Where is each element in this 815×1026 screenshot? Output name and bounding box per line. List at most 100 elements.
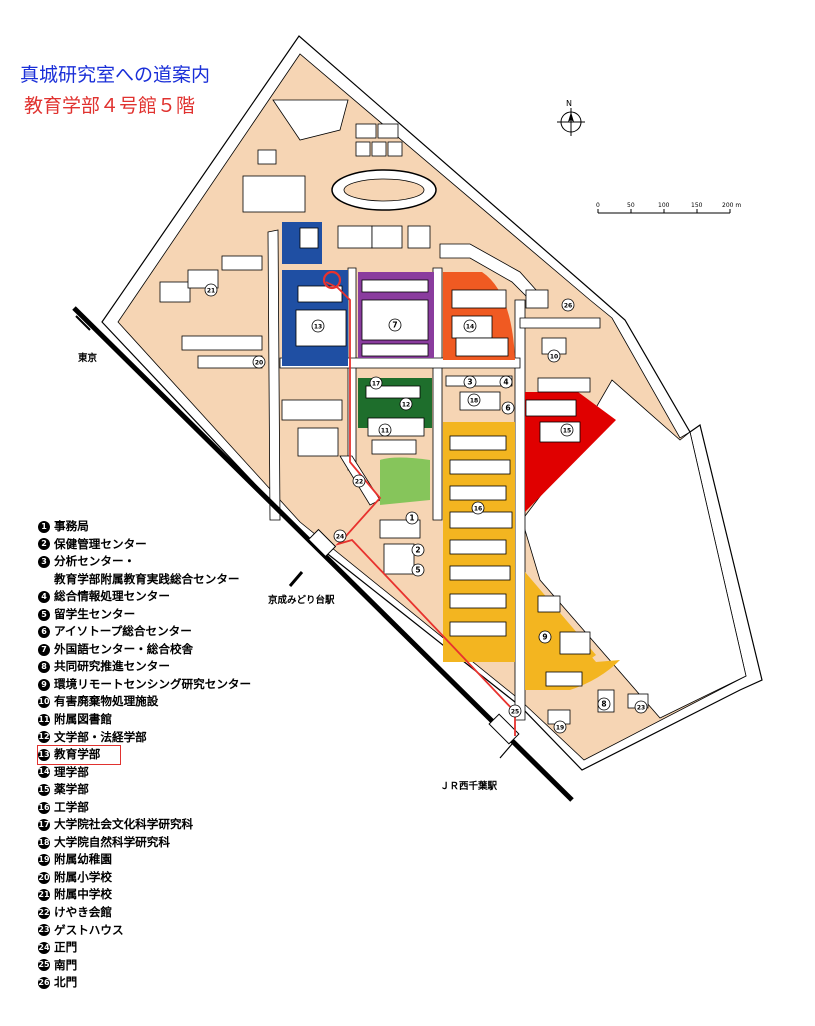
svg-text:9: 9	[542, 633, 547, 642]
svg-text:17: 17	[372, 381, 380, 388]
map-marker-23: 23	[634, 700, 648, 714]
tennis-courts	[355, 123, 403, 157]
legend-number: 7	[38, 643, 50, 656]
legend-number: 16	[38, 801, 50, 814]
legend-number: 25	[38, 959, 50, 972]
scale-tick: 0	[596, 202, 600, 209]
scale-tick: 200 m	[722, 202, 741, 209]
legend-number: 19	[38, 854, 50, 867]
buildings	[159, 149, 649, 725]
svg-text:3: 3	[467, 378, 472, 387]
destination-marker	[322, 270, 342, 290]
legend-item: 18 大学院自然科学研究科	[38, 834, 251, 852]
legend-label: 附属図書館	[54, 712, 112, 727]
legend-item: 15 薬学部	[38, 781, 251, 799]
svg-text:7: 7	[392, 321, 397, 330]
green-park	[380, 457, 430, 505]
svg-text:19: 19	[556, 725, 564, 732]
map-marker-5: 5	[411, 563, 425, 577]
map-marker-13: 13	[311, 319, 325, 333]
map-marker-11: 11	[378, 423, 392, 437]
map-marker-6: 6	[501, 401, 515, 415]
svg-text:18: 18	[470, 398, 478, 405]
map-marker-21: 21	[204, 283, 218, 297]
legend-label: けやき会館	[54, 905, 112, 920]
legend-item: 7 外国語センター・総合校舎	[38, 641, 251, 659]
legend-item: 17 大学院社会文化科学研究科	[38, 816, 251, 834]
legend-number: 11	[38, 713, 50, 726]
map-marker-8: 8	[597, 697, 611, 711]
legend-label: アイソトープ総合センター	[54, 624, 192, 639]
legend-number: 12	[38, 731, 50, 744]
legend-label: 薬学部	[54, 782, 89, 797]
svg-text:2: 2	[415, 546, 420, 555]
station-keisei-label: 京成みどり台駅	[268, 595, 335, 606]
legend-item: 16 工学部	[38, 799, 251, 817]
map-marker-9: 9	[538, 630, 552, 644]
map-marker-1: 1	[405, 511, 419, 525]
svg-text:25: 25	[511, 709, 519, 716]
jr-station-platform	[488, 713, 520, 745]
svg-text:13: 13	[314, 324, 322, 331]
map-marker-24: 24	[333, 529, 347, 543]
legend-number: 26	[38, 977, 50, 989]
svg-text:23: 23	[637, 705, 645, 712]
legend-number: 18	[38, 836, 50, 849]
legend-label: 有害廃棄物処理施設	[54, 694, 159, 709]
legend-item: 6 アイソトープ総合センター	[38, 623, 251, 641]
map-marker-7: 7	[388, 318, 402, 332]
legend-label: 工学部	[54, 799, 89, 814]
legend-label: 総合情報処理センター	[54, 589, 170, 604]
legend-item: 9 環境リモートセンシング研究センター	[38, 676, 251, 694]
legend-number: 15	[38, 783, 50, 796]
legend-label: 留学生センター	[54, 606, 136, 621]
legend-label: 大学院社会文化科学研究科	[54, 817, 194, 832]
svg-text:24: 24	[336, 534, 344, 541]
map-marker-15: 15	[560, 423, 574, 437]
legend-number: 17	[38, 819, 50, 832]
legend-number: 23	[38, 924, 50, 937]
legend-number: 6	[38, 626, 50, 639]
legend-item: 11 附属図書館	[38, 711, 251, 729]
svg-text:12: 12	[402, 402, 410, 409]
svg-text:8: 8	[601, 700, 606, 709]
legend-number: 14	[38, 766, 50, 779]
legend-number: 22	[38, 906, 50, 919]
legend-label: 教育学部附属教育実践総合センター	[54, 571, 240, 586]
svg-text:15: 15	[563, 428, 571, 435]
page-title: 真城研究室への道案内	[20, 64, 211, 86]
legend-label: 教育学部	[54, 747, 101, 762]
legend-label: 環境リモートセンシング研究センター	[54, 676, 252, 691]
legend-label: 附属中学校	[54, 887, 112, 902]
legend-number: 2	[38, 538, 50, 551]
legend-number: 9	[38, 678, 50, 691]
scale-tick: 50	[627, 202, 635, 209]
legend-label: 正門	[54, 940, 78, 955]
svg-text:26: 26	[564, 303, 572, 310]
scale-bar: 0 50 100 150 200 m	[596, 202, 741, 214]
keisei-station-platform	[307, 528, 337, 558]
legend-label: 大学院自然科学研究科	[54, 834, 170, 849]
svg-text:20: 20	[255, 360, 263, 367]
svg-text:5: 5	[415, 566, 420, 575]
legend-number: 4	[38, 590, 50, 603]
legend-label: 事務局	[54, 519, 89, 533]
legend-label: 外国語センター・総合校舎	[54, 641, 194, 656]
svg-text:6: 6	[505, 404, 510, 413]
map-marker-22: 22	[352, 474, 366, 488]
svg-text:11: 11	[381, 428, 389, 435]
page-subtitle: 教育学部４号館５階	[24, 95, 196, 117]
route-path	[325, 281, 516, 736]
legend-label: 共同研究推進センター	[54, 659, 170, 674]
legend-label: 理学部	[54, 764, 89, 779]
svg-text:21: 21	[207, 288, 215, 295]
